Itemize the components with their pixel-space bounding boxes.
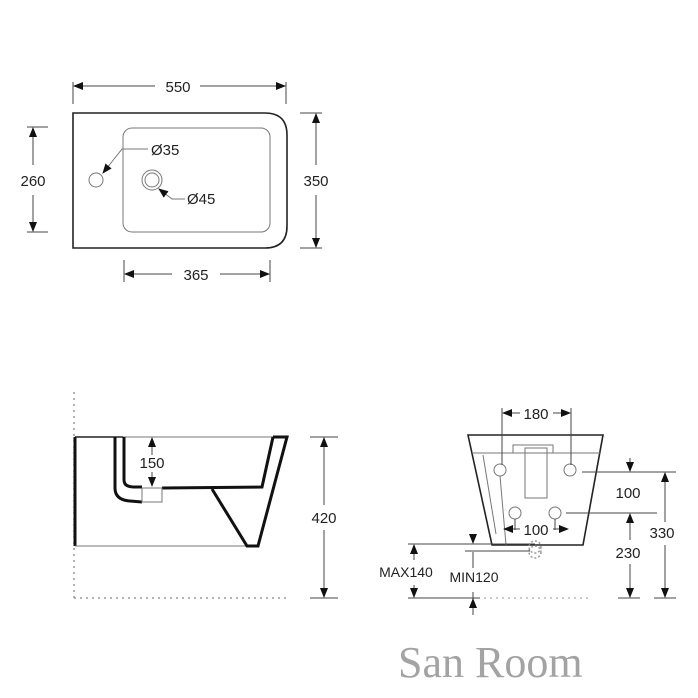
fixing-hole-right <box>563 463 577 477</box>
dim-fixing-height-label: 330 <box>649 525 674 542</box>
drain-hole-outer <box>141 169 163 191</box>
dim-bowl-depth-label: 150 <box>139 455 164 472</box>
dim-inner-width-label: 365 <box>183 267 208 284</box>
pipe-hole-right <box>548 506 562 520</box>
dim-fixing-spacing-label: 180 <box>523 406 548 423</box>
dim-height-label: 420 <box>311 510 336 527</box>
bowl-outline <box>122 127 271 233</box>
min-height-label: MIN120 <box>449 569 498 585</box>
tap-hole-label: Ø35 <box>151 142 179 159</box>
dim-pipe-spacing-label: 100 <box>523 522 548 539</box>
max-height-label: MAX140 <box>379 564 433 580</box>
watermark: San Room <box>398 638 583 687</box>
dim-pipe-height-label: 230 <box>615 545 640 562</box>
side-view: 150 420 <box>73 392 338 599</box>
bowl-profile <box>161 436 275 490</box>
top-view: 550 260 350 365 Ø35 Ø45 <box>20 79 328 284</box>
drain-hole-label: Ø45 <box>187 191 215 208</box>
dim-width-label: 550 <box>165 79 190 96</box>
dim-inner-depth-label: 260 <box>20 173 45 190</box>
fixing-hole-left <box>493 463 507 477</box>
dim-depth-label: 350 <box>303 173 328 190</box>
drain-pipe <box>113 437 143 504</box>
basin-outline <box>72 112 288 249</box>
tap-hole <box>88 172 104 188</box>
pipe-hole-left <box>508 506 522 520</box>
dim-fixing-to-pipe-label: 100 <box>615 485 640 502</box>
drain-hole-inner <box>144 172 160 188</box>
bidet-front-outline <box>467 434 604 546</box>
front-rim <box>210 435 289 548</box>
front-view: 180 100 100 230 330 MAX140 MIN120 <box>379 406 676 615</box>
